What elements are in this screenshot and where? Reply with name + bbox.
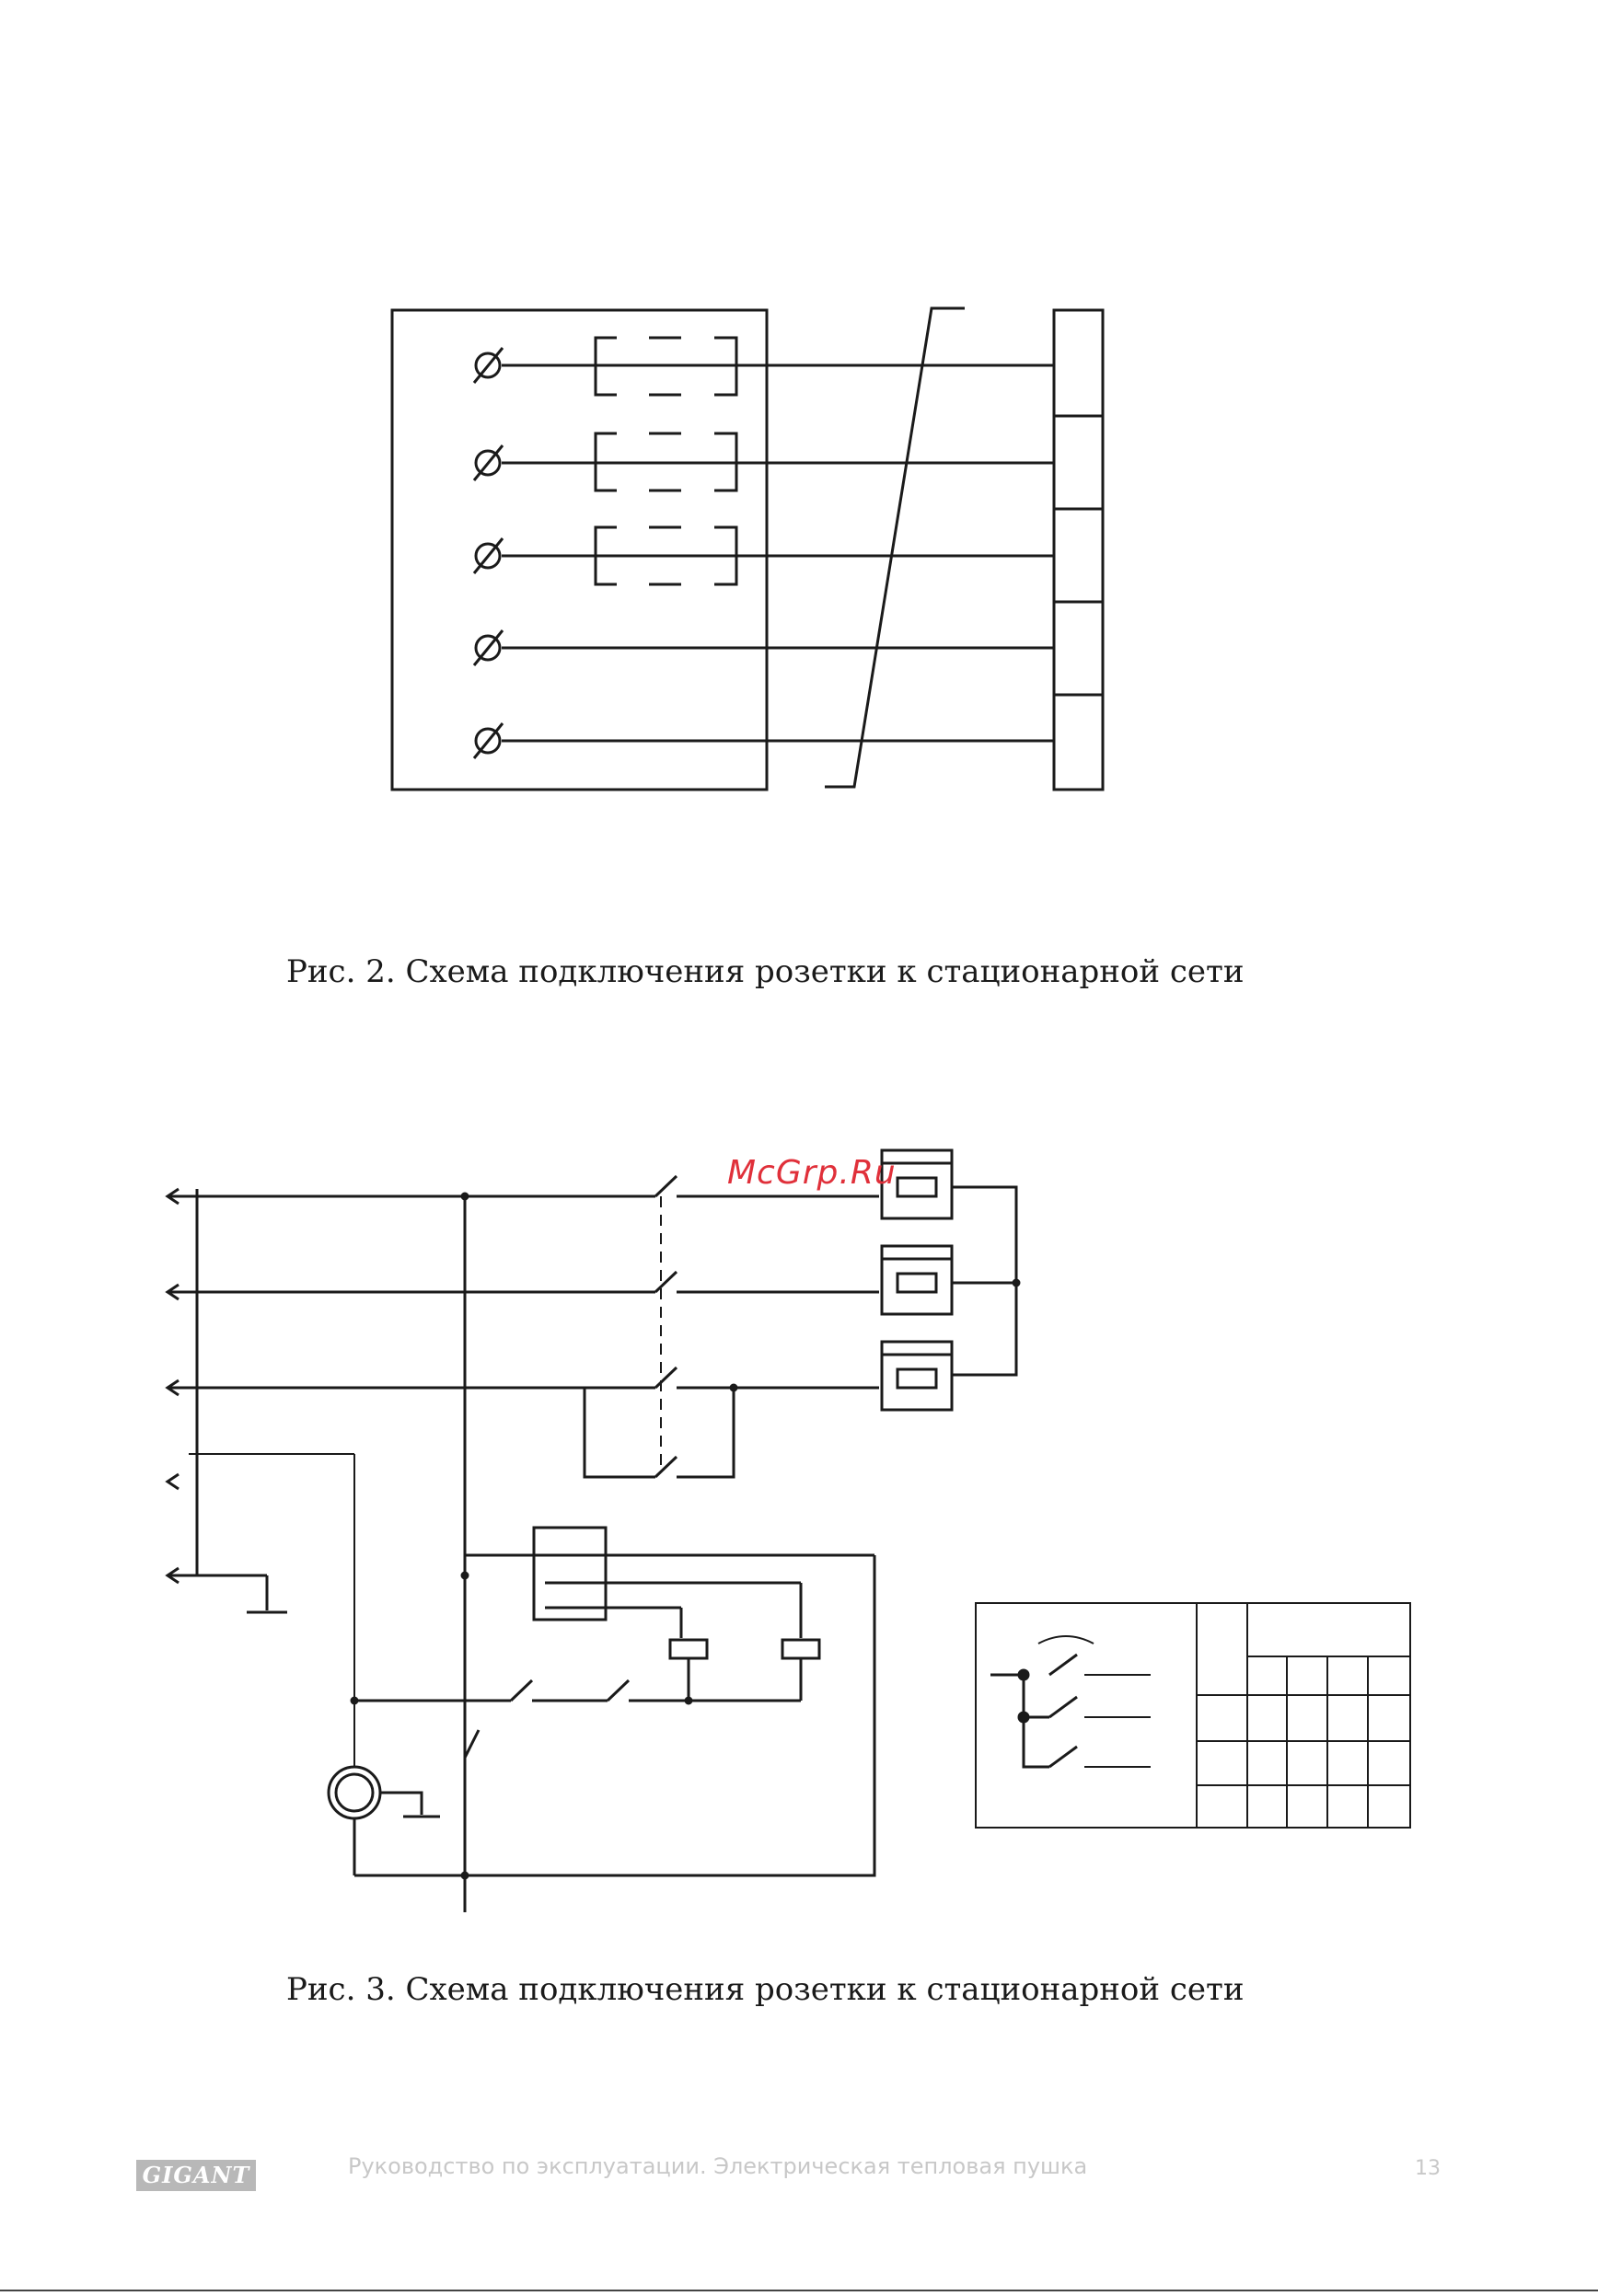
figure-3-caption: Рис. 3. Схема подключения розетки к стац…	[286, 1971, 1245, 2008]
heater-3	[882, 1342, 952, 1410]
selector-switch	[534, 1528, 606, 1620]
bottom-rule	[0, 2290, 1598, 2291]
switch-table	[976, 1603, 1410, 1828]
relay-coil-1	[670, 1640, 707, 1658]
relay-coil-2	[782, 1640, 819, 1658]
manual-title: Руководство по эксплуатации. Электрическ…	[348, 2153, 1087, 2179]
watermark: McGrp.Ru	[727, 1154, 897, 1192]
brand-logo: GIGANT	[136, 2160, 256, 2191]
page-number: 13	[1415, 2157, 1441, 2180]
heater-2	[882, 1246, 952, 1314]
